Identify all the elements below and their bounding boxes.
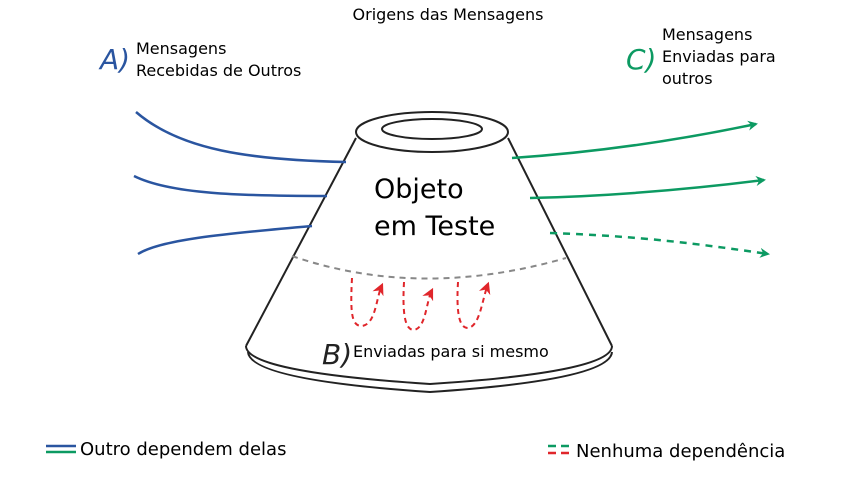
group-c-line2: Enviadas para [662, 47, 776, 66]
cone-base-rim [247, 351, 613, 394]
object-under-test-cone [245, 111, 613, 394]
incoming-arrow-2 [133, 174, 328, 198]
group-c-line1: Mensagens [662, 25, 752, 44]
outgoing-arrow-1 [511, 120, 758, 160]
outgoing-arrows [511, 120, 770, 258]
self-call-arrow-2 [402, 281, 434, 332]
legend-solid-label: Outro dependem delas [80, 439, 286, 460]
incoming-arrow-1 [135, 111, 347, 164]
group-a-line2: Recebidas de Outros [136, 61, 301, 80]
object-label-line1: Objeto [374, 174, 464, 205]
group-b-letter: B) [322, 338, 352, 371]
cone-base [245, 345, 613, 386]
object-label-line2: em Teste [374, 211, 495, 242]
self-call-arrow-1 [350, 277, 384, 328]
group-c-line3: outros [662, 69, 713, 88]
group-a-letter: A) [98, 43, 130, 76]
cone-side-left [245, 137, 357, 347]
incoming-arrows [133, 111, 347, 256]
cone-top-inner [381, 118, 483, 140]
incoming-arrow-3 [137, 224, 313, 256]
outgoing-arrow-dashed [549, 231, 770, 258]
group-a-line1: Mensagens [136, 39, 226, 58]
group-c-letter: C) [626, 43, 656, 76]
self-region-boundary [291, 255, 567, 280]
group-b-line1: Enviadas para si mesmo [353, 342, 549, 361]
cone-side-right [507, 137, 613, 347]
self-call-arrow-3 [456, 281, 491, 330]
self-call-arrows [350, 277, 491, 332]
legend-solid: Outro dependem delas [46, 439, 286, 460]
outgoing-arrow-2 [529, 176, 766, 200]
legend-dashed: Nenhuma dependência [548, 441, 785, 462]
diagram-title: Origens das Mensagens [353, 5, 544, 24]
legend-dashed-label: Nenhuma dependência [576, 441, 785, 462]
